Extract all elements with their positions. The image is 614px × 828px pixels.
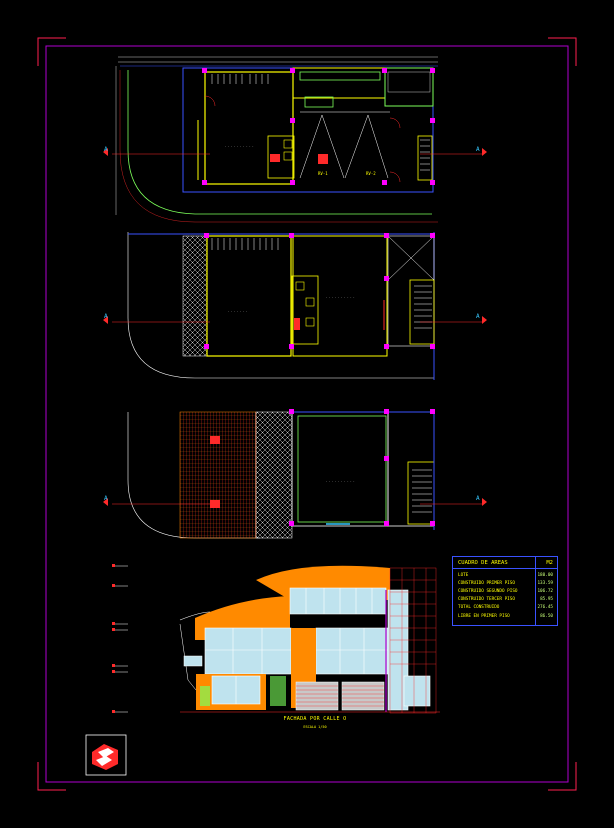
areas-table-title: CUADRO DE AREAS	[458, 560, 508, 566]
ramp-label-right: RV-2	[366, 171, 376, 176]
ramp-label-left: RV-1	[318, 171, 328, 176]
svg-text:· · · · · · · · · ·: · · · · · · · · · ·	[326, 296, 355, 299]
floor-plan-third: · · · · · · · · · ·	[127, 409, 435, 539]
section-label: A	[104, 313, 108, 320]
section-markers-third: A A	[103, 495, 487, 506]
facade-elevation	[112, 564, 440, 714]
facade-title: FACHADA POR CALLE O	[283, 716, 347, 722]
areas-table-unit: M2	[546, 560, 553, 566]
section-label: A	[476, 495, 480, 502]
svg-text:· · · · · · · · · ·: · · · · · · · · · ·	[225, 145, 254, 148]
areas-table-header: CUADRO DE AREAS M2	[453, 559, 557, 567]
section-label: A	[104, 495, 108, 502]
facade-caption: FACHADA POR CALLE O ESCALA 1/50	[270, 716, 360, 730]
areas-row: CONSTRUIDO PRIMER PISO 133.59	[458, 581, 553, 586]
areas-table: CUADRO DE AREAS M2 LOTE 180.00 CONSTRUID…	[452, 556, 558, 626]
section-markers-second: A A	[103, 313, 487, 324]
section-markers-first: A A	[103, 146, 487, 156]
section-label: A	[476, 146, 480, 153]
section-label: A	[104, 146, 108, 153]
areas-row: LIBRE EN PRIMER PISO 86.50	[458, 614, 553, 619]
areas-row: LOTE 180.00	[458, 573, 553, 578]
svg-text:· · · · · · ·: · · · · · · ·	[228, 310, 248, 313]
areas-row: CONSTRUIDO SEGUNDO PISO 106.72	[458, 589, 553, 594]
areas-row: TOTAL CONSTRUIDO 276.45	[458, 605, 553, 610]
floor-plan-first: RV-1 RV-2	[115, 56, 438, 223]
floor-plan-second: · · · · · · · · · · · · · · · · ·	[127, 232, 435, 380]
cad-logo	[85, 734, 127, 776]
svg-text:· · · · · · · · · ·: · · · · · · · · · ·	[326, 480, 355, 483]
areas-row: CONSTRUIDO TERCER PISO 85.95	[458, 597, 553, 602]
facade-scale: ESCALA 1/50	[303, 725, 327, 729]
sheet-frame	[37, 37, 577, 791]
sheet-inner-border	[45, 45, 569, 783]
section-label: A	[476, 313, 480, 320]
